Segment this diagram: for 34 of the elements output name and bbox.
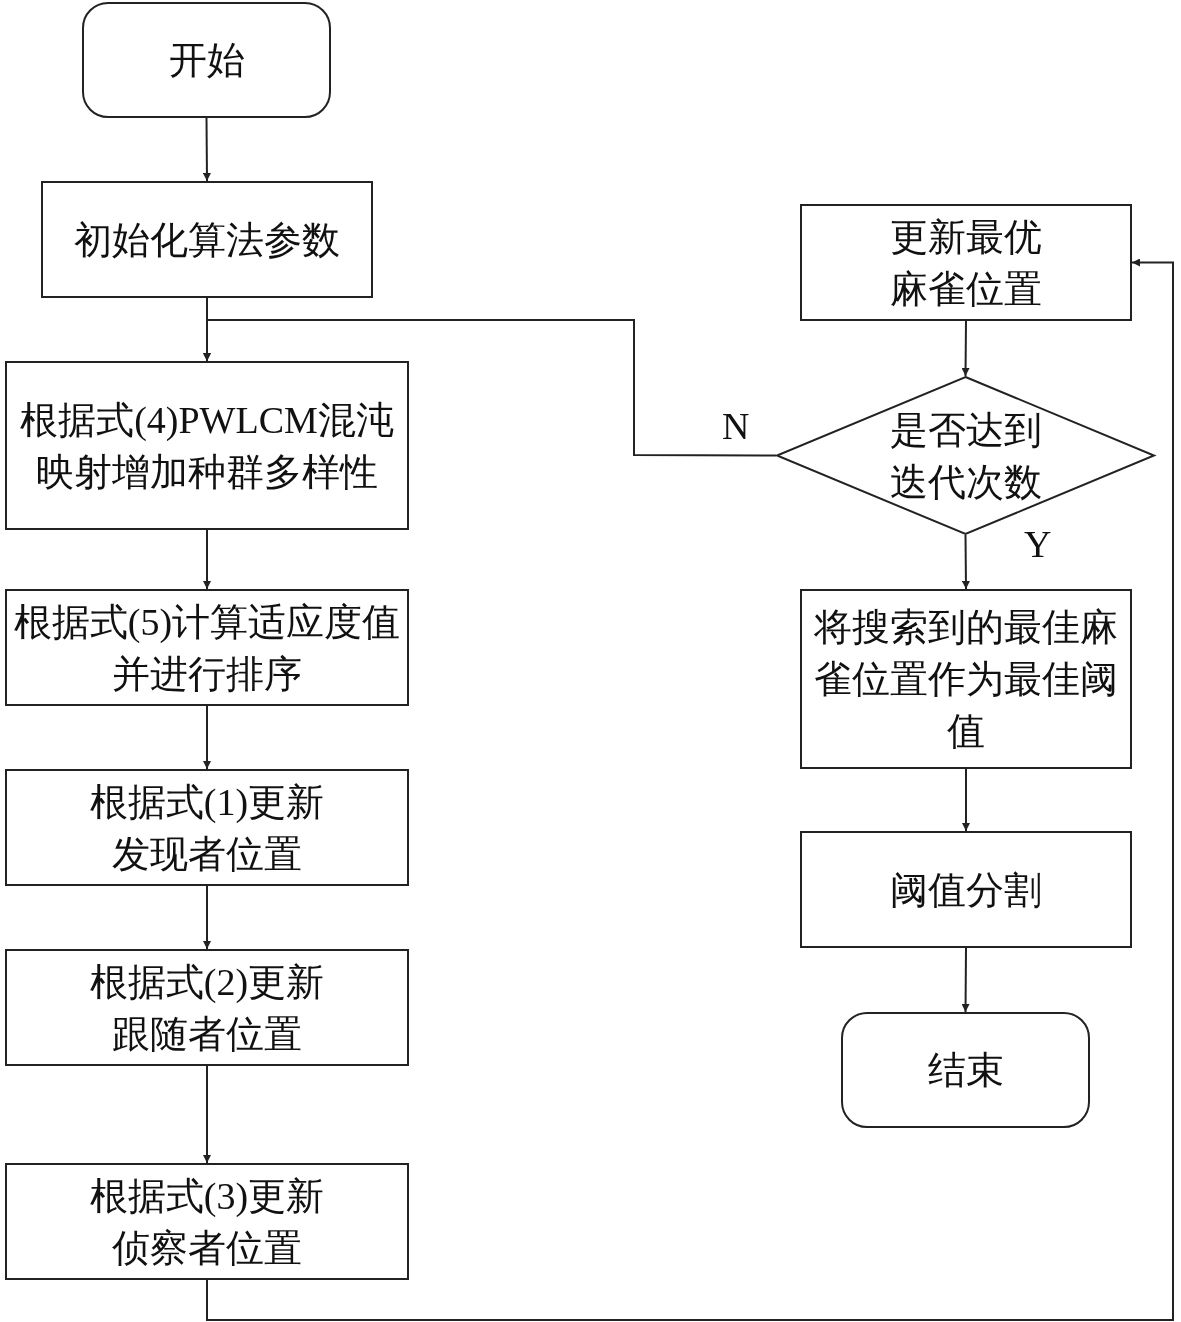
process-box [800, 589, 1132, 769]
node-label: 根据式(5)计算适应度值并进行排序 [12, 599, 402, 697]
arrow [203, 705, 211, 770]
arrow [203, 885, 211, 950]
arrow [203, 529, 211, 590]
arrow [203, 319, 777, 457]
process-box [5, 1163, 409, 1280]
process-box [41, 181, 373, 298]
arrow [961, 534, 970, 590]
arrow [206, 258, 1174, 1321]
node-label: 根据式(2)更新跟随者位置 [88, 959, 326, 1057]
node-label: 根据式(3)更新侦察者位置 [88, 1173, 326, 1271]
node-label: 开始 [168, 38, 245, 83]
process-box [800, 831, 1132, 948]
arrow [961, 320, 970, 377]
node-label: 根据式(1)更新发现者位置 [88, 779, 326, 877]
terminal-box [841, 1012, 1090, 1128]
node-label: 是否达到迭代次数 [888, 407, 1043, 505]
process-box [5, 361, 409, 530]
node-label: 结束 [927, 1048, 1004, 1093]
arrow [962, 768, 970, 832]
process-box [5, 589, 409, 706]
process-box [800, 204, 1132, 321]
node-label: 更新最优麻雀位置 [889, 214, 1043, 312]
arrow [203, 1065, 211, 1164]
node-label: 阈值分割 [890, 867, 1042, 913]
terminal-box [82, 2, 331, 118]
node-label: 根据式(4)PWLCM混沌映射增加种群多样性 [19, 397, 395, 495]
process-box [5, 769, 409, 886]
arrow [202, 117, 211, 182]
node-label: 将搜索到的最佳麻雀位置作为最佳阈值 [813, 605, 1119, 754]
node-label: 初始化算法参数 [74, 217, 340, 263]
arrow [961, 947, 970, 1013]
process-box [5, 949, 409, 1066]
